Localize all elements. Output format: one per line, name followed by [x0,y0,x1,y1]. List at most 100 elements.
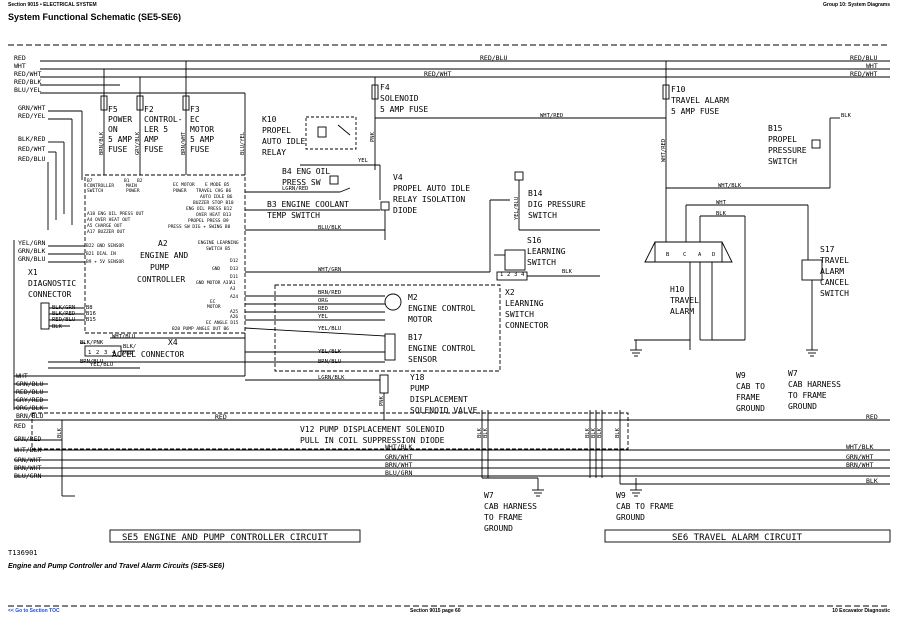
a2-pin: A26 [230,314,238,320]
wire-label-brn-blu: BRN/BLU [16,412,43,420]
b15-line: SWITCH [768,157,797,166]
bus-label-wht-blk: WHT/BLK [14,446,41,454]
vertical-wire-label: BLK [615,427,621,438]
s17-label: S17 [820,245,835,254]
bus-right-brn-wht: BRN/WHT [846,461,873,469]
m2-line: ENGINE CONTROL [408,304,476,313]
wire-label-red-wht-2: RED/WHT [18,145,45,153]
bus-right-red: RED [866,413,878,421]
a2-pin: MOTOR [207,304,221,310]
f5-line: ON [108,125,118,134]
a2-line: ENGINE AND [140,251,188,260]
wire-label: WHT [716,200,727,206]
page-title: System Functional Schematic (SE5-SE6) [8,12,182,22]
a2-pin: A25 [230,309,238,315]
wire-label-red-c: RED [14,422,26,430]
a2-pin: PRESS SW DIG + SWING B8 [168,224,231,230]
f4-label: F4 [380,83,390,92]
b15-label: B15 [768,124,783,133]
m2-label: M2 [408,293,418,302]
f5-line: 5 AMP [108,135,132,144]
section-toc-link[interactable]: << Go to Section TOC [8,608,60,614]
a2-pin: CONTROLLER [87,183,114,189]
wire-label-gry-red: GRY/RED [16,396,43,404]
f3-line: MOTOR [190,125,214,134]
y18-line: PUMP [410,384,429,393]
x1-line: CONNECTOR [28,290,72,299]
h10-pin: D [712,252,715,258]
w7b-line: TO FRAME [484,513,523,522]
k10-line: PROPEL [262,126,291,135]
w9b-label: W9 [616,491,626,500]
wire-label-blk-red: BLK/RED [18,135,45,143]
vertical-wire-label: WHT/RED [661,139,667,162]
vertical-wire-label: BLK [57,427,63,438]
w9b-line: CAB TO FRAME [616,502,674,511]
vertical-wire-label: GRY/BLK [135,131,141,155]
w7b-line: CAB HARNESS [484,502,537,511]
bus-label-blu-grn-mid: BLU/GRN [385,469,412,477]
b4-line: PRESS SW [282,178,321,187]
x4-wire: BLK/PNK [80,340,104,346]
f4-line: 5 AMP FUSE [380,105,428,114]
bus-right-wht-blk: WHT/BLK [846,443,873,451]
a2-pin: A5 CHARGE OUT [87,223,123,229]
wire-label: WHT/GRN [318,267,341,273]
a2-pin: A17 BUZZER OUT [87,229,125,235]
a2-pin: OVER HEAT B13 [196,212,232,218]
f2-line: LER 5 [144,125,168,134]
m2-wire: RED [318,306,328,312]
a2-pin: A18 ENG OIL PRESS OUT [87,211,144,217]
b14-line: DIG PRESSURE [528,200,586,209]
bus-label-red: RED [215,413,227,421]
h10-pin: B [666,252,670,258]
wire-label-red-blu-b: RED/BLU [16,388,43,396]
top-wire-red-blu: RED/BLU [480,54,507,62]
a2-line: CONTROLLER [137,275,185,284]
f2-label: F2 [144,105,154,114]
a2-label: A2 [158,239,168,248]
y18-line: SOLENOID VALVE [410,406,478,415]
b3-line: TEMP SWITCH [267,211,320,220]
w7a-line: TO FRAME [788,391,827,400]
f5-line: FUSE [108,145,127,154]
footer-right: 10 Excavator Diagnostic [832,608,890,614]
f3-line: FUSE [190,145,209,154]
a2-pin: TRAVEL CHG B6 [196,188,232,194]
a2-pin: AUTO IDLE B6 [200,194,233,200]
wire-label-wht-b: WHT [16,372,28,380]
h10-line: TRAVEL [670,296,699,305]
s17-line: SWITCH [820,289,849,298]
x2-pin: 3 [514,272,517,278]
a2-pin: A1 [230,280,236,286]
y18-label: Y18 [410,373,425,382]
b15-line: PROPEL [768,135,797,144]
w9a-line: CAB TO [736,382,765,391]
w7b-label: W7 [484,491,494,500]
vertical-wire-label: BLK [597,427,603,438]
wire-label-grn-blu-b: GRN/BLU [16,380,43,388]
a2-pin: GND MOTOR A31 [196,280,232,286]
a2-pin: MAIN [126,183,137,189]
x1-wire: BLK/GRN [52,305,75,311]
m2-wire: BRN/RED [318,290,341,296]
a2-pin: GND [212,266,220,272]
s17-line: CANCEL [820,278,849,287]
bus-label-grn-wht-mid: GRN/WHT [385,453,412,461]
a2-pin: E MODE B5 [205,182,230,188]
f5-label: F5 [108,105,118,114]
bus-right-grn-wht: GRN/WHT [846,453,873,461]
x4-pin: 3 [104,350,107,356]
bus-label-brn-wht-mid: BRN/WHT [385,461,412,469]
header-left: Section 9015 • ELECTRICAL SYSTEM [8,2,97,8]
a2-pin: SWITCH B5 [206,246,231,252]
w9a-line: FRAME [736,393,760,402]
h10-label: H10 [670,285,685,294]
wire-label: BLK [562,269,573,275]
a2-pin: D11 [230,274,238,280]
vertical-wire-label: BLK [591,427,597,438]
figure-id: T136901 [8,549,38,557]
page-number: Section 9015 page 60 [410,608,461,614]
f10-label: F10 [671,85,686,94]
